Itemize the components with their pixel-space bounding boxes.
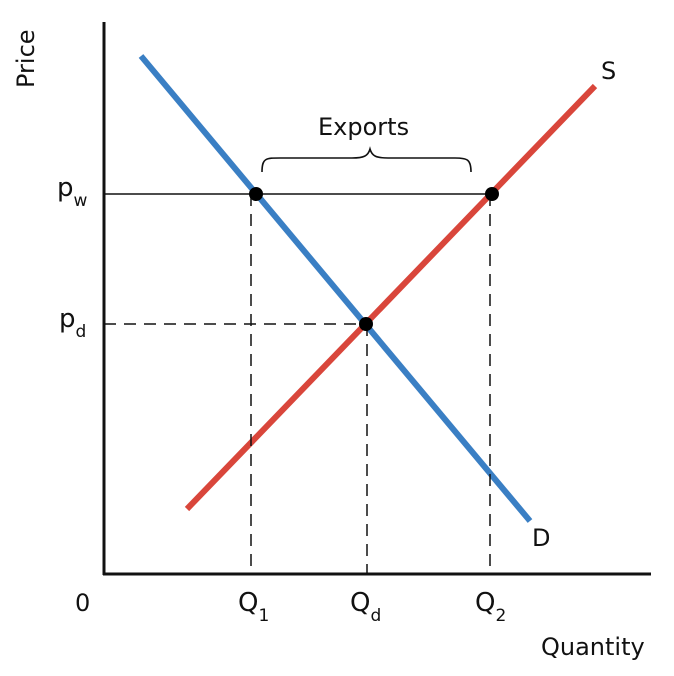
q2-label: Q2 <box>475 588 506 626</box>
qd-base: Q <box>350 588 370 618</box>
world-demand-point <box>249 187 263 201</box>
q2-sub: 2 <box>495 606 506 626</box>
demand-curve <box>138 54 533 523</box>
exports-brace <box>261 146 472 173</box>
domestic-price-base: p <box>59 304 76 334</box>
q2-base: Q <box>475 588 495 618</box>
q1-label: Q1 <box>238 588 269 626</box>
supply-label: S <box>601 57 616 85</box>
domestic-price-sub: d <box>76 322 87 342</box>
exports-label: Exports <box>318 113 409 141</box>
world-price-base: p <box>57 173 74 203</box>
qd-label: Qd <box>350 588 381 626</box>
q1-base: Q <box>238 588 258 618</box>
demand-label: D <box>532 524 550 552</box>
world-price-sub: w <box>74 191 88 211</box>
y-axis-label: Price <box>12 29 40 88</box>
x-axis-label: Quantity <box>541 633 645 661</box>
qd-sub: d <box>370 606 381 626</box>
domestic-equilibrium-point <box>359 317 373 331</box>
supply-curve <box>184 83 598 512</box>
domestic-price-label: pd <box>59 304 86 342</box>
origin-label: 0 <box>75 589 90 617</box>
q1-sub: 1 <box>258 606 269 626</box>
world-supply-point <box>485 187 499 201</box>
world-price-label: pw <box>57 173 88 211</box>
